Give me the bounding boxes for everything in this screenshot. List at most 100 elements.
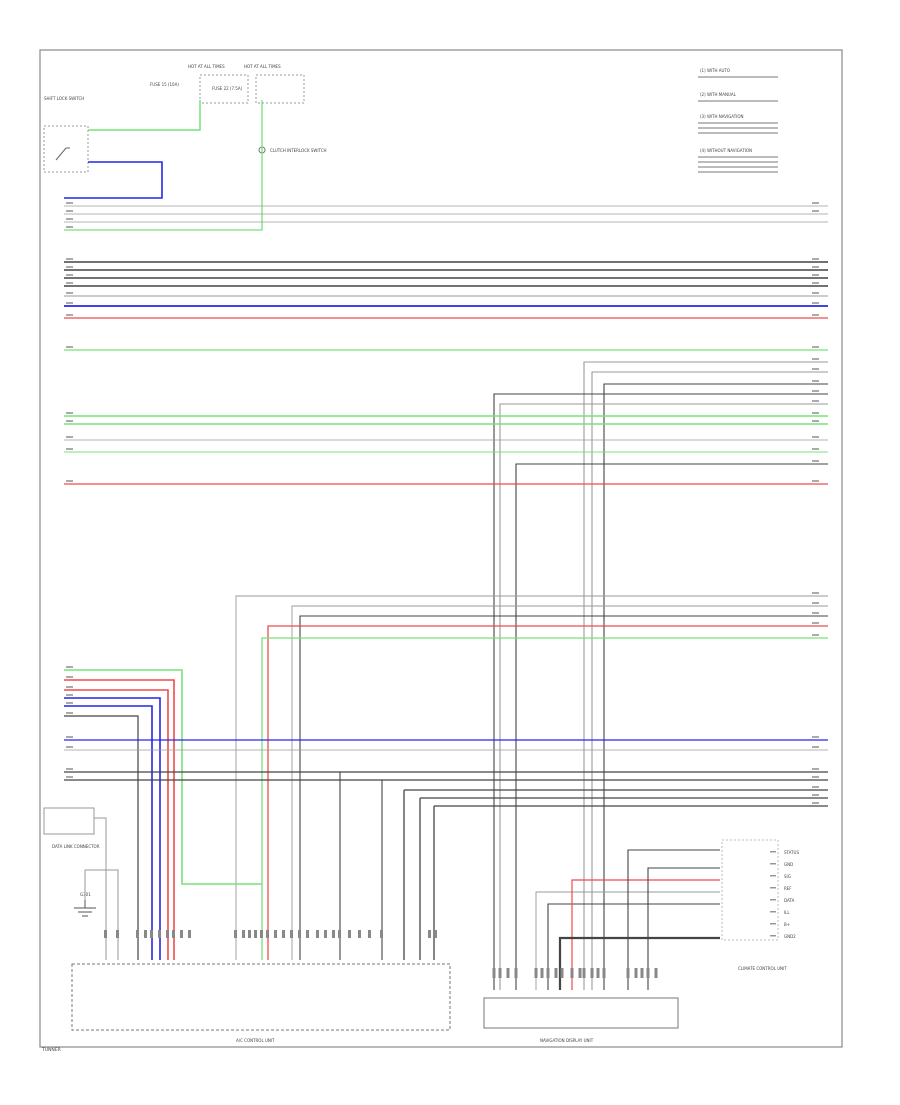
pins-layer: [66, 202, 819, 978]
wire-tag-right-16: [812, 420, 819, 422]
wire-dlc: [94, 817, 107, 960]
right-module-pin-label: GND: [784, 862, 793, 867]
wire-tag-left-15: [66, 448, 73, 450]
note-4: (4) WITHOUT NAVIGATION: [700, 148, 752, 153]
wire-tag-right-25: [812, 634, 819, 636]
wire-tag-left-8: [66, 292, 73, 294]
wire-lr-3: [299, 615, 828, 960]
right-module-pin-label: REF: [784, 886, 792, 891]
module-left-pin-18: [290, 930, 293, 938]
module-center-pin-18: [646, 968, 650, 978]
module-left-pin-28: [380, 930, 383, 938]
module-left-pin-4: [150, 930, 153, 938]
wire-tag-right-21: [812, 592, 819, 594]
module-left-label: A/C CONTROL UNIT: [236, 1038, 275, 1043]
module-left-pin-19: [298, 930, 301, 938]
wire-tag-right-29: [812, 776, 819, 778]
module-left-pin-2: [136, 930, 139, 938]
wire-tag-left-23: [66, 736, 73, 738]
module-left-pin-3: [144, 930, 147, 938]
wire-tag-left-4: [66, 258, 73, 260]
note-2: (2) WITH MANUAL: [700, 92, 737, 97]
wire-tag-right-24: [812, 622, 819, 624]
note-1: (1) WITH AUTO: [700, 68, 730, 73]
wire-lg-blue-1: [64, 697, 161, 960]
module-left-pin-10: [234, 930, 237, 938]
hot-label-b: HOT AT ALL TIMES: [244, 64, 281, 69]
module-center-pin-0: [492, 968, 496, 978]
right-module-pin-mark: [770, 875, 776, 877]
module-left-pin-8: [180, 930, 183, 938]
right-module-pin-mark: [770, 851, 776, 853]
module-left-pin-29: [428, 930, 431, 938]
wire-clutch-green: [64, 100, 263, 231]
module-left-pin-1: [116, 930, 119, 938]
right-module-pin-label: ILL: [784, 910, 790, 915]
right-module-pin-label: B+: [784, 922, 790, 927]
wire-br-3: [571, 879, 720, 990]
right-module-pin-mark: [770, 887, 776, 889]
wire-tag-left-24: [66, 746, 73, 748]
shift-lock-switch-box: [43, 125, 89, 173]
module-left-pin-0: [104, 930, 107, 938]
wire-tag-left-0: [66, 202, 73, 204]
wire-tag-left-9: [66, 302, 73, 304]
wire-tag-left-17: [66, 666, 73, 668]
module-center-label: NAVIGATION DISPLAY UNIT: [540, 1038, 594, 1043]
wire-tag-left-3: [66, 226, 73, 228]
diagram-frame: [39, 49, 843, 1048]
clutch-switch-label: CLUTCH INTERLOCK SWITCH: [270, 148, 327, 153]
wire-lg-blue-2: [64, 705, 153, 960]
wire-tag-left-20: [66, 694, 73, 696]
wires-layer: [64, 100, 828, 990]
module-left-pin-25: [348, 930, 351, 938]
notes-block: (1) WITH AUTO (2) WITH MANUAL (3) WITH N…: [698, 68, 778, 173]
wire-tag-left-26: [66, 776, 73, 778]
data-link-connector-label: DATA LINK CONNECTOR: [52, 844, 100, 849]
wire-tag-right-2: [812, 258, 819, 260]
wire-tag-right-3: [812, 266, 819, 268]
module-left-pin-27: [368, 930, 371, 938]
wire-tag-right-22: [812, 602, 819, 604]
module-center-pin-8: [560, 968, 564, 978]
wire-tag-left-25: [66, 768, 73, 770]
right-module-pin-mark: [770, 863, 776, 865]
module-center-pin-5: [540, 968, 544, 978]
module-center-pin-19: [654, 968, 658, 978]
wire-tag-left-18: [66, 676, 73, 678]
right-module-pin-label: DATA: [784, 898, 795, 903]
wire-tag-right-32: [812, 802, 819, 804]
module-left-pin-17: [282, 930, 285, 938]
wire-tag-right-5: [812, 282, 819, 284]
fuse-box-b: [255, 74, 305, 104]
top-components: HOT AT ALL TIMES HOT AT ALL TIMES FUSE 1…: [43, 64, 327, 173]
module-center-pin-6: [546, 968, 550, 978]
wire-tag-right-10: [812, 358, 819, 360]
module-left-pin-13: [254, 930, 257, 938]
module-left-pin-5: [158, 930, 161, 938]
wire-tag-right-6: [812, 292, 819, 294]
wire-tag-left-10: [66, 314, 73, 316]
module-center-pin-17: [640, 968, 644, 978]
wire-tag-right-14: [812, 400, 819, 402]
wire-switch-blue: [64, 161, 163, 199]
wire-tag-right-12: [812, 380, 819, 382]
fuse-label-a: FUSE 15 (10A): [150, 82, 179, 87]
wire-tag-right-27: [812, 746, 819, 748]
wire-lg-red-2: [64, 689, 169, 960]
module-left-pin-30: [434, 930, 437, 938]
wire-tag-right-31: [812, 794, 819, 796]
wire-tag-right-30: [812, 786, 819, 788]
wire-tag-left-22: [66, 712, 73, 714]
module-center-pin-16: [634, 968, 638, 978]
module-left-pin-22: [324, 930, 327, 938]
modules: A/C CONTROL UNIT NAVIGATION DISPLAY UNIT…: [71, 839, 787, 1043]
module-left-box: [71, 963, 451, 1031]
wire-tag-right-20: [812, 480, 819, 482]
wire-drop-4: [499, 403, 828, 990]
wire-tag-left-12: [66, 412, 73, 414]
ground-icon: [74, 900, 96, 917]
right-module-pin-mark: [770, 899, 776, 901]
wire-lr-1: [235, 595, 828, 960]
